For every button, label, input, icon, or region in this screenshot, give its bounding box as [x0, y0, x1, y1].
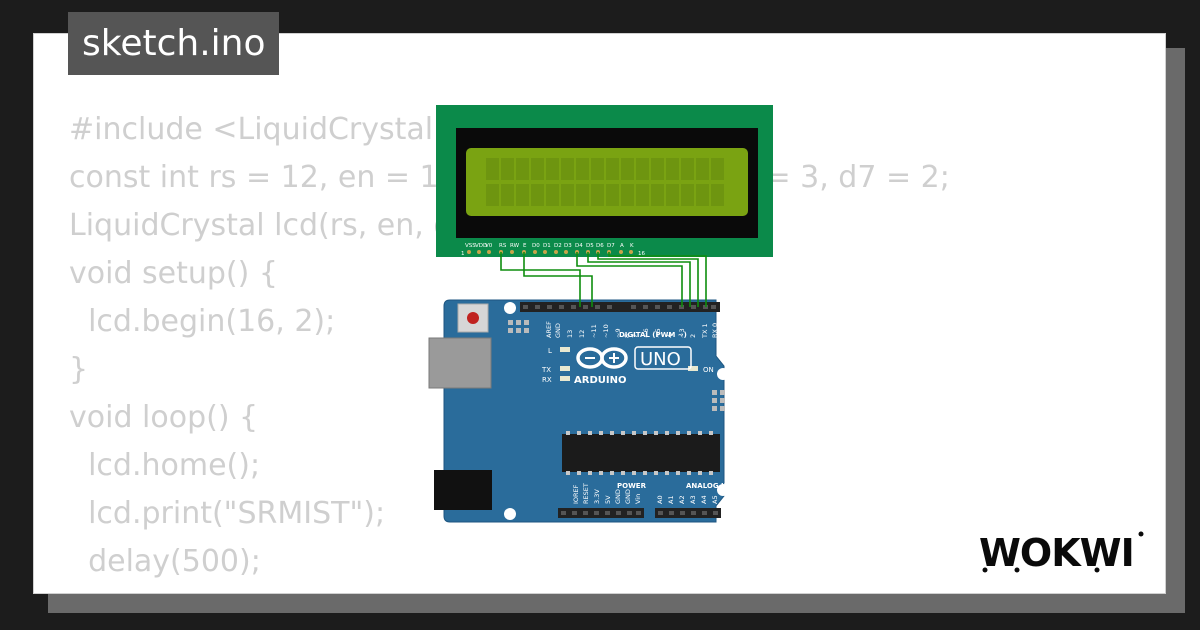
power-header [558, 508, 644, 518]
led-label-l: L [548, 347, 552, 355]
code-line: lcd.print("SRMIST"); [69, 496, 386, 531]
led-rx [560, 376, 570, 381]
circuit-diagram: AREF GND 13 12 ~11 ~10 ~9 8 7 ~6 ~5 4 ~3… [428, 105, 773, 523]
code-line: } [69, 352, 89, 387]
led-label-on: ON [703, 366, 714, 374]
wire-e [523, 252, 593, 307]
led-l [560, 347, 570, 352]
led-label-rx: RX [542, 376, 552, 384]
digital-header [520, 302, 720, 312]
pin-label: A1 [667, 495, 675, 504]
pin-label: ~5 [654, 328, 662, 338]
arduino-uno-board[interactable]: AREF GND 13 12 ~11 ~10 ~9 8 7 ~6 ~5 4 ~3… [428, 299, 730, 523]
icsp-header-2 [712, 390, 725, 411]
power-header-label: POWER [617, 482, 647, 490]
digital-header-label: DIGITAL (PWM ~) [619, 331, 687, 339]
wokwi-logo: WOKWI [979, 531, 1144, 575]
lcd-pin-label: VDD [475, 243, 487, 249]
lcd-pin-label: D5 [586, 243, 594, 249]
chip-pins [566, 431, 713, 475]
pin-label: 13 [566, 330, 574, 338]
wire-d4 [576, 252, 683, 307]
code-line: lcd.home(); [69, 448, 261, 483]
pin-label: 8 [623, 334, 631, 338]
pin-label: 3.3V [593, 489, 601, 504]
pin-label: GND [554, 323, 562, 338]
uno-badge [634, 346, 692, 370]
led-on [688, 366, 698, 371]
led-label-tx: TX [541, 366, 551, 374]
wire-d7 [608, 252, 707, 307]
pin-label: ~6 [642, 328, 650, 338]
pin-label: A4 [700, 495, 708, 504]
pin-label: ~10 [602, 324, 610, 338]
pin-label: A3 [689, 495, 697, 504]
code-line: void setup() { [69, 256, 278, 291]
lcd-pin-label: D4 [575, 243, 583, 249]
wires [500, 252, 707, 307]
pin-label: A5 [711, 495, 719, 504]
lcd-pin-label: K [630, 243, 634, 249]
lcd-pin-label: A [620, 243, 624, 249]
lcd-pin-holes [467, 250, 633, 254]
lcd-pin-label: D1 [543, 243, 551, 249]
pin-label: 2 [689, 334, 697, 338]
lcd-pin-label: D7 [607, 243, 615, 249]
code-line: lcd.begin(16, 2); [69, 304, 336, 339]
code-line: void loop() { [69, 400, 259, 435]
code-line: delay(500); [69, 544, 261, 579]
pin-label: GND [614, 489, 622, 504]
bottom-header-pins [561, 511, 718, 515]
pin-label: AREF [545, 321, 553, 338]
lcd-pin-label: D3 [564, 243, 572, 249]
lcd-pin-number: 16 [638, 251, 645, 257]
pin-label: 4 [666, 334, 674, 338]
analog-header [655, 508, 721, 518]
lcd-pin-label: RS [499, 243, 507, 249]
lcd-pin-label: V0 [485, 243, 493, 249]
wire-rs [500, 252, 581, 307]
pin-label: RX 0 [711, 323, 719, 338]
pin-label: A0 [656, 495, 664, 504]
atmega-chip [562, 434, 720, 472]
lcd-character-cells [486, 158, 724, 206]
pin-label: RESET [582, 483, 590, 504]
led-tx [560, 366, 570, 371]
lcd-pin-number: 1 [461, 251, 465, 257]
arduino-brand: ARDUINO [574, 375, 626, 386]
pin-label: TX 1 [701, 323, 709, 339]
pin-label: Vin [634, 494, 642, 504]
lcd-pin-label: VSS [465, 243, 476, 249]
lcd-pin-label: D0 [532, 243, 540, 249]
usb-connector [428, 337, 492, 389]
sketch-tab[interactable]: sketch.ino [68, 12, 280, 75]
pin-label: ~3 [678, 328, 686, 338]
lcd1602-module[interactable]: VSS VDD V0 RS RW E D0 D1 D2 D3 D4 D5 D6 … [436, 105, 773, 257]
pin-label: ~11 [590, 324, 598, 338]
analog-header-label: ANALOG IN [686, 482, 730, 490]
code-line: lcd.setCursor(1,0); [69, 586, 950, 593]
arduino-infinity-icon [576, 347, 628, 369]
pin-label: A2 [678, 495, 686, 504]
lcd-pin-label: D2 [554, 243, 562, 249]
icsp-header [508, 320, 529, 333]
lcd-pin-label: D6 [596, 243, 604, 249]
pin-label: ~9 [614, 328, 622, 338]
power-jack [434, 470, 492, 510]
wire-d6 [597, 252, 699, 307]
lcd-pin-label: E [523, 243, 527, 249]
lcd-pin-label: RW [510, 243, 520, 249]
wire-d5 [587, 252, 691, 307]
arduino-model: UNO [640, 349, 681, 370]
wokwi-logo-text: WOKWI [979, 531, 1134, 575]
pin-label: GND [624, 489, 632, 504]
pin-label: 5V [604, 495, 612, 504]
pin-label: 12 [578, 330, 586, 338]
pin-label: 7 [631, 334, 639, 338]
pin-label: IOREF [572, 484, 580, 504]
